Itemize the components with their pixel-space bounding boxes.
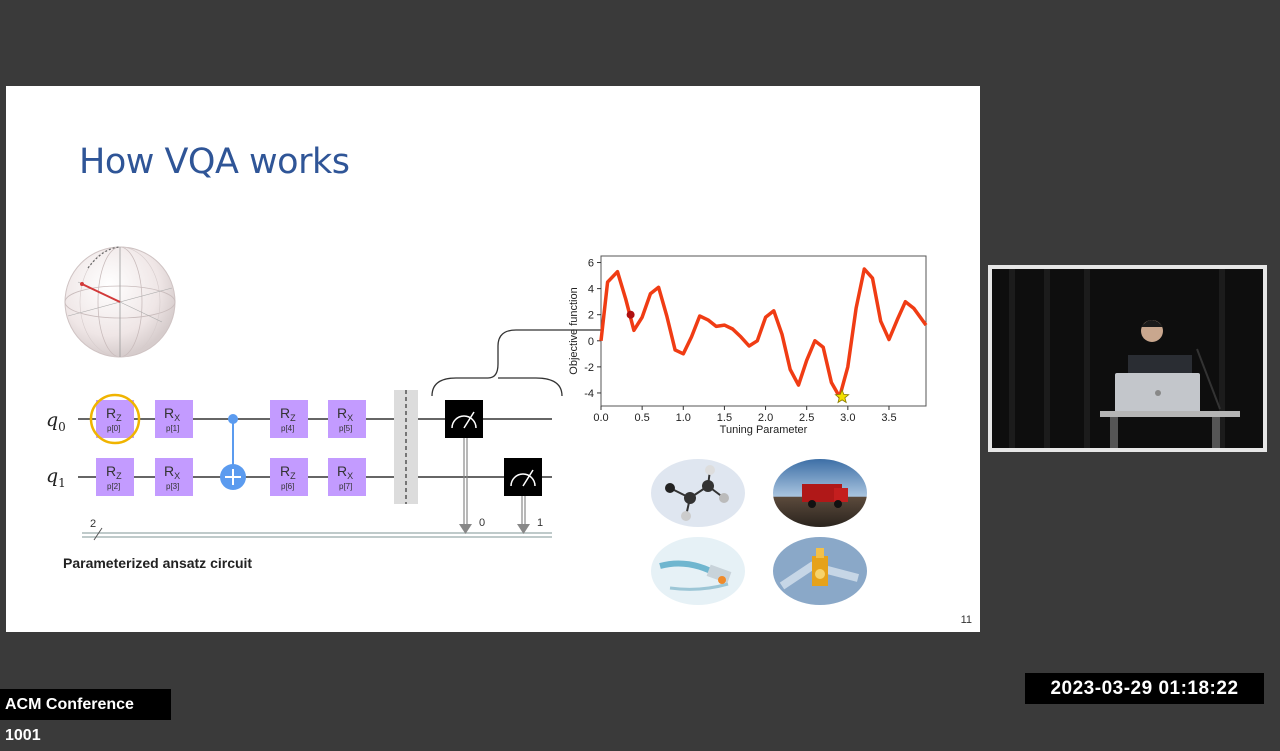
conference-label: ACM Conference 1001: [0, 689, 171, 744]
gate-rx-p1[interactable]: RX p[1]: [155, 400, 193, 438]
svg-text:0: 0: [479, 517, 485, 529]
gate-rz-p2[interactable]: RZ p[2]: [96, 458, 134, 496]
svg-text:p[3]: p[3]: [166, 482, 179, 491]
chart-ytick-label: -2: [584, 362, 594, 374]
gate-rz-p4[interactable]: RZ p[4]: [270, 400, 308, 438]
gate-rz-p6[interactable]: RZ p[6]: [270, 458, 308, 496]
chart-xtick-label: 2.0: [758, 412, 773, 424]
svg-text:p[1]: p[1]: [166, 424, 179, 433]
circuit-caption: Parameterized ansatz circuit: [63, 555, 253, 571]
classical-register-size: 2: [90, 518, 96, 530]
qubit-label-q1: q1: [46, 465, 66, 490]
svg-text:RX: RX: [164, 463, 180, 481]
chart-xtick-label: 0.5: [634, 412, 649, 424]
svg-text:RZ: RZ: [280, 463, 296, 481]
chart-series-line: [599, 267, 928, 399]
chart-plot-area: [600, 255, 927, 407]
chart-xtick-label: 3.0: [840, 412, 855, 424]
measure-icon[interactable]: 1: [504, 458, 543, 534]
chart-ytick-label: 6: [588, 258, 594, 270]
svg-text:p[0]: p[0]: [107, 424, 120, 433]
svg-text:p[5]: p[5]: [339, 424, 352, 433]
gate-rz-p0[interactable]: RZ p[0]: [89, 393, 141, 445]
svg-text:RZ: RZ: [280, 405, 296, 423]
svg-text:p[6]: p[6]: [281, 482, 294, 491]
svg-text:1: 1: [537, 517, 543, 529]
gate-rx-p7[interactable]: RX p[7]: [328, 458, 366, 496]
chart-xtick-label: 1.5: [717, 412, 732, 424]
speaker-scene: [992, 269, 1263, 448]
qubit-label-q0: q0: [46, 409, 66, 434]
bloch-sphere-icon: [64, 246, 176, 358]
svg-text:RX: RX: [164, 405, 180, 423]
presentation-slide: How VQA works q0 q1 2: [6, 86, 980, 632]
chart-xtick-label: 2.5: [799, 412, 814, 424]
truck-image: [773, 459, 867, 527]
lab-image: [651, 537, 745, 605]
finance-image: [773, 537, 867, 605]
svg-text:RX: RX: [337, 405, 353, 423]
chart-ytick-label: 0: [588, 336, 594, 348]
slide-title: How VQA works: [79, 142, 350, 182]
chemistry-image: [651, 459, 745, 527]
chart-ytick-label: 2: [588, 310, 594, 322]
slide-number: 11: [960, 614, 972, 626]
svg-text:p[7]: p[7]: [339, 482, 352, 491]
svg-text:p[2]: p[2]: [107, 482, 120, 491]
chart-xtick-label: 0.0: [593, 412, 608, 424]
gate-rx-p3[interactable]: RX p[3]: [155, 458, 193, 496]
chart-ylabel: Objective function: [568, 287, 580, 374]
chart-xlabel: Tuning Parameter: [720, 424, 808, 436]
recording-timestamp: 2023-03-29 01:18:22: [1025, 673, 1264, 704]
quantum-circuit: q0 q1 2 RZ p[0] RX p[1] RZ p[4] RX p[: [46, 390, 552, 541]
chart-xtick-label: 1.0: [676, 412, 691, 424]
chart-xtick-label: 3.5: [881, 412, 896, 424]
speaker-video: [992, 269, 1263, 448]
gate-rx-p5[interactable]: RX p[5]: [328, 400, 366, 438]
cnot-icon[interactable]: [220, 414, 246, 490]
chart-ytick-label: 4: [588, 284, 594, 296]
svg-text:RX: RX: [337, 463, 353, 481]
chart-ytick-label: -4: [584, 388, 594, 400]
chart-current-point: [626, 310, 635, 319]
measure-icon[interactable]: 0: [445, 400, 485, 534]
svg-text:p[4]: p[4]: [281, 424, 294, 433]
svg-text:RZ: RZ: [106, 463, 122, 481]
barrier: [394, 390, 418, 504]
svg-text:RZ: RZ: [106, 405, 122, 423]
chart-minimum-star: [834, 388, 850, 404]
speaker-video-panel[interactable]: [988, 265, 1267, 452]
